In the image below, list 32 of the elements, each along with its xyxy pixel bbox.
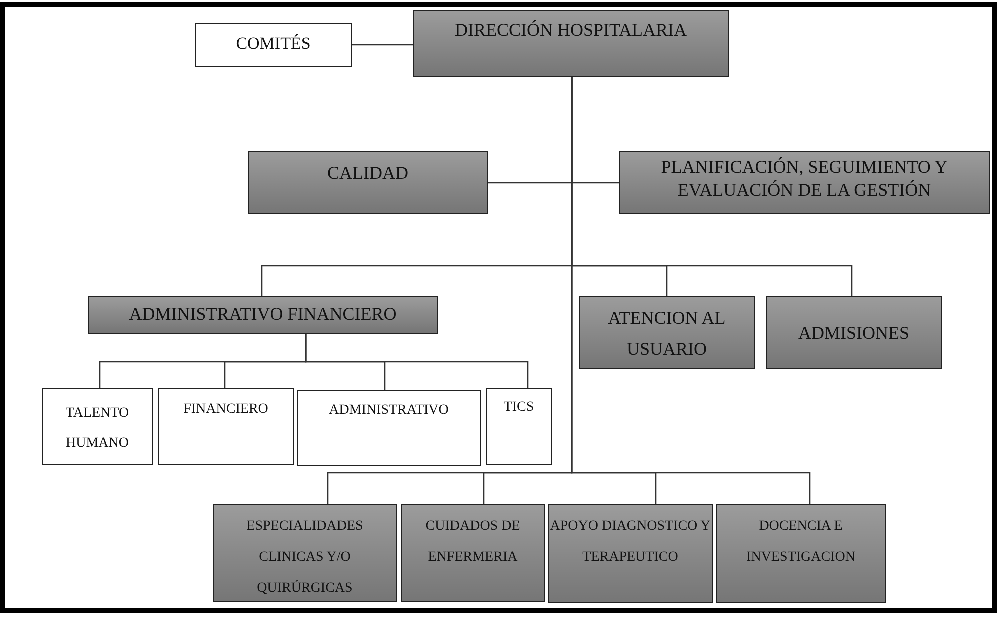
box-label: ATENCION AL USUARIO (607, 307, 727, 361)
org-box (548, 504, 713, 603)
box-label: PLANIFICACIÓN, SEGUIMIENTO Y EVALUACIÓN DE LA GESTIÓN (660, 156, 949, 202)
box-label: ESPECIALIDADES CLINICAS Y/O QUIRÚRGICAS (246, 518, 364, 598)
org-box (213, 504, 397, 602)
org-box (158, 388, 294, 465)
org-box (579, 296, 755, 369)
org-box (766, 296, 942, 369)
org-box (248, 151, 488, 214)
box-label: APOYO DIAGNOSTICO Y TERAPEUTICO (549, 518, 712, 567)
box-label: ADMINISTRATIVO FINANCIERO (128, 303, 398, 325)
box-label: TICS (502, 399, 536, 417)
box-label: ADMISIONES (797, 322, 910, 344)
box-label: TALENTO HUMANO (64, 405, 130, 453)
box-label: CUIDADOS DE ENFERMERIA (424, 518, 522, 567)
box-label: CALIDAD (326, 162, 410, 184)
org-box (195, 23, 352, 67)
org-box (619, 151, 990, 214)
box-label: DIRECCIÓN HOSPITALARIA (454, 19, 688, 41)
box-label: DOCENCIA E INVESTIGACION (746, 518, 856, 567)
box-label: FINANCIERO (182, 401, 270, 419)
org-box (413, 10, 729, 77)
org-box (88, 296, 438, 334)
connector-line (305, 334, 529, 388)
org-box (716, 504, 886, 603)
org-box (42, 388, 153, 465)
connector-line (352, 44, 413, 46)
box-label: COMITÉS (235, 33, 312, 55)
org-box (401, 504, 545, 602)
box-label: ADMINISTRATIVO (328, 402, 450, 420)
org-box (486, 388, 552, 465)
org-box (297, 390, 481, 466)
